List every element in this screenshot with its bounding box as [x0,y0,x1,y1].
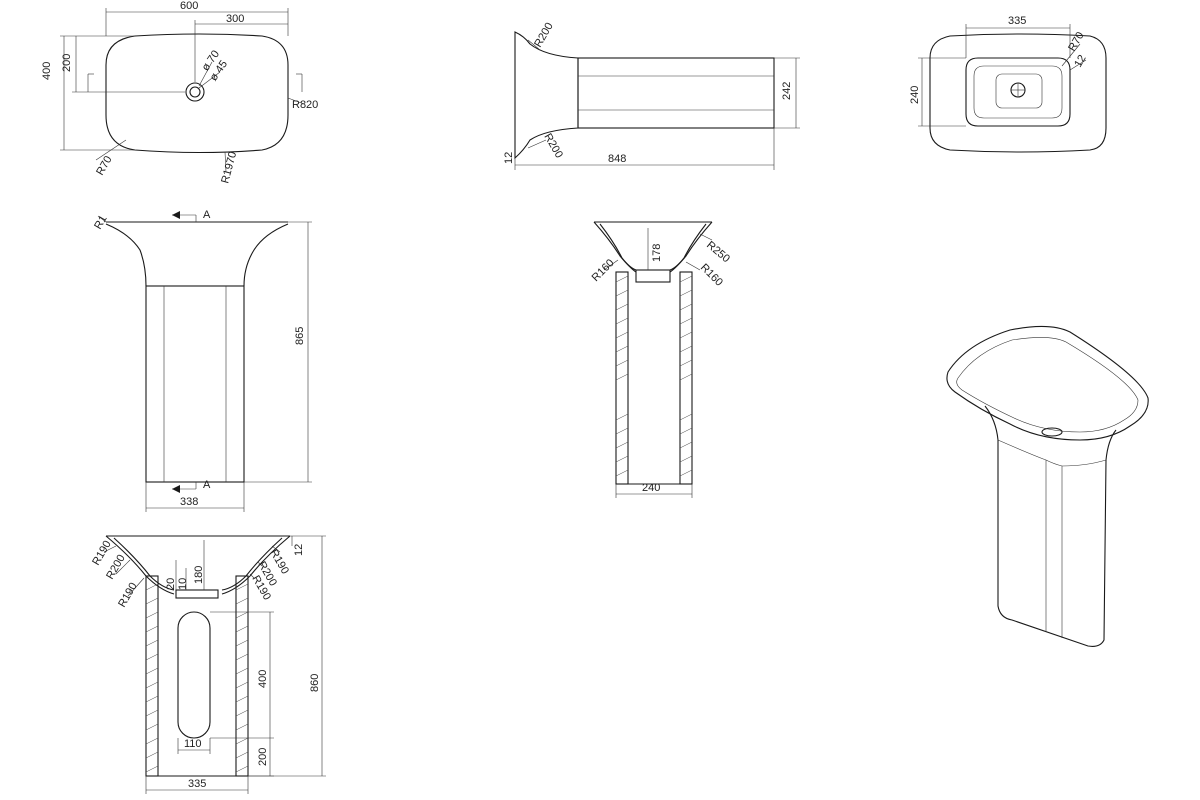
front-flare-left [105,223,147,287]
side-bowl-right [669,221,713,273]
side-wall-left [615,271,629,485]
radius-1970-label: R1970 [219,150,239,184]
bowl-thickness-12: 12 [1072,53,1089,70]
front-section-opening-400: 400 [257,670,269,688]
bowl-depth-240: 240 [909,86,921,104]
top-view: ø 70 ø 45 600 300 400 200 R820 R70 R1970 [41,0,318,185]
front-view: A A R1 865 338 [92,209,312,512]
radius-820-label: R820 [292,99,318,111]
dim-height-865: 865 [294,327,306,345]
side-radius-160-right: R160 [698,262,725,289]
dim-depth-400: 400 [41,62,53,80]
front-section-thickness-12: 12 [293,544,305,556]
front-section-height-860: 860 [309,674,321,692]
iso-basin-top [946,325,1149,441]
front-section-wall-right [235,575,249,777]
iso-neck-right [1105,429,1117,461]
section-mark-top: A [203,209,211,221]
dim-thickness-12: 12 [503,152,515,164]
radius-bottom-label: R200 [541,132,565,161]
front-section-width-335: 335 [188,778,206,790]
dim-width-338: 338 [180,496,198,508]
column-body [577,57,775,129]
service-opening [177,611,211,739]
front-section-drain [175,589,219,599]
side-section: 178 R250 R160 R160 240 [590,221,732,498]
side-bowl-left [593,221,637,273]
iso-drain [1041,427,1063,437]
drain-outer [185,82,205,102]
iso-neck-left [984,405,999,441]
iso-column [997,440,1107,647]
radius-70-label: R70 [94,154,114,177]
side-radius-160-left: R160 [590,257,617,284]
front-section-r200-a: R200 [104,553,128,582]
drain-inner [189,86,201,98]
bowl-width-335: 335 [1008,15,1026,27]
front-section-r190-b: R190 [116,581,140,610]
bowl-radius-70: R70 [1066,30,1086,53]
dim-height-242: 242 [781,82,793,100]
side-wall-right [679,271,693,485]
bowl-inner [965,57,1071,127]
dim-half-200: 200 [61,54,73,72]
side-radius-250: R250 [704,239,732,265]
side-depth-178: 178 [651,244,663,262]
front-column [145,285,245,483]
front-radius-1: R1 [92,213,109,231]
front-section-dim-20: 20 [165,578,177,590]
front-section: 20 10 180 R190 R200 R190 R190 R200 R190 … [90,535,326,794]
front-section-wall-left [145,575,159,777]
front-section-dim-180: 180 [193,566,205,584]
radius-top-label: R200 [532,21,556,50]
bowl-top-view: 335 R70 12 240 [909,15,1107,153]
side-top-view: R200 R200 242 848 12 [503,21,800,170]
front-flare-right [243,223,289,287]
dim-half-300: 300 [226,13,244,25]
section-mark-bottom: A [203,479,211,491]
isometric-view [946,325,1149,647]
front-section-bowl-right [221,535,291,595]
front-section-opening-110: 110 [184,738,202,750]
basin-outline [105,33,289,154]
front-section-base-200: 200 [257,748,269,766]
dim-length-848: 848 [608,153,626,165]
dim-width-600: 600 [180,0,198,12]
front-section-dim-10: 10 [177,578,189,590]
bowl-outer [929,33,1107,153]
side-width-240: 240 [642,482,660,494]
